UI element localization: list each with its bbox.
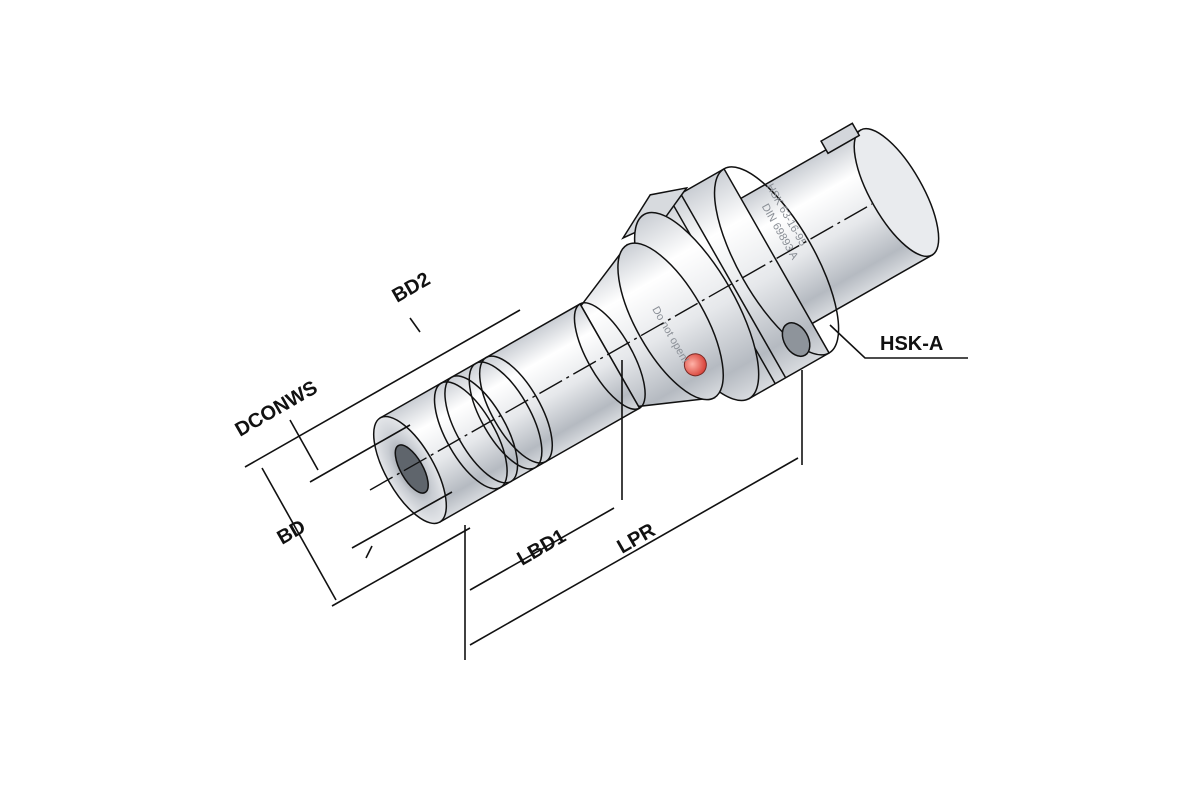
chuck-body: HSK 63-16-95 DIN 69893 A Do not open! <box>372 122 940 525</box>
flange-hole <box>781 322 811 358</box>
nose-grooves <box>433 355 554 490</box>
center-axis <box>369 203 873 491</box>
dimension-lines <box>244 309 968 660</box>
label-lpr: LPR <box>614 519 660 558</box>
bore <box>394 444 429 494</box>
label-bd2: BD2 <box>389 268 435 307</box>
label-lbd1: LBD1 <box>514 525 570 570</box>
label-hsk-a: HSK-A <box>880 333 943 355</box>
red-marker <box>683 353 707 377</box>
